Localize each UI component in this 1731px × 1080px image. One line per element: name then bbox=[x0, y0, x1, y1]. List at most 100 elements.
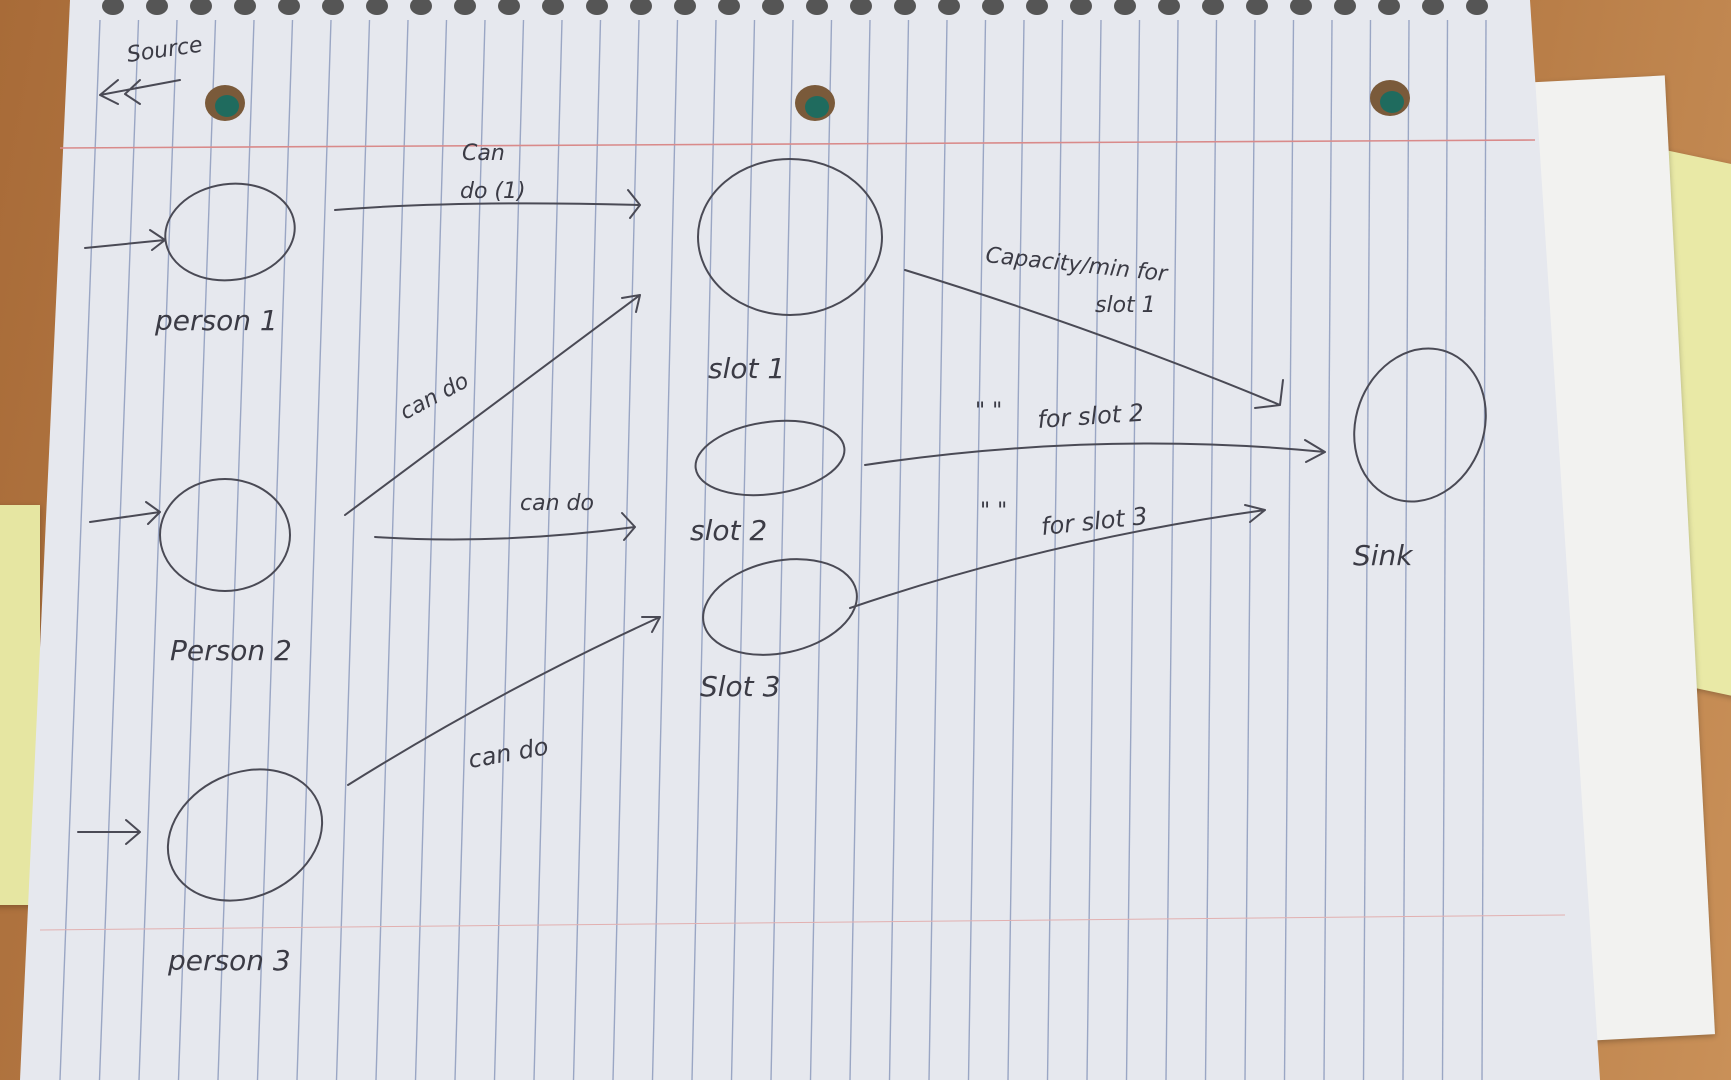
paper-sheet bbox=[20, 0, 1600, 1080]
edge-label-p1-slot1-line1: Can bbox=[462, 141, 505, 166]
spiral-hole bbox=[190, 0, 212, 15]
spiral-hole bbox=[234, 0, 256, 15]
person3-incoming-arrow bbox=[77, 819, 141, 845]
ruled-line bbox=[98, 19, 140, 1080]
slot2-label: slot 2 bbox=[690, 514, 767, 547]
ink-drawing bbox=[77, 79, 1487, 902]
ruled-line bbox=[533, 19, 563, 1080]
ruled-line bbox=[296, 19, 332, 1080]
spiral-binding bbox=[102, 0, 1488, 15]
person3-node bbox=[166, 768, 324, 902]
ruled-line bbox=[1204, 19, 1218, 1080]
slot3-label: Slot 3 bbox=[700, 670, 780, 703]
spiral-hole bbox=[454, 0, 476, 15]
source-arrow-icon bbox=[99, 79, 181, 105]
ruled-lines bbox=[59, 19, 1487, 1080]
spiral-hole bbox=[542, 0, 564, 15]
spiral-hole bbox=[1290, 0, 1312, 15]
ruled-line bbox=[572, 19, 602, 1080]
ruled-line bbox=[809, 19, 833, 1080]
spiral-hole bbox=[1202, 0, 1224, 15]
spiral-hole bbox=[366, 0, 388, 15]
person3-label: person 3 bbox=[167, 944, 291, 977]
spiral-hole bbox=[1246, 0, 1268, 15]
ruled-line bbox=[59, 19, 101, 1080]
ruled-line bbox=[1086, 19, 1102, 1080]
slot1-label: slot 1 bbox=[708, 352, 785, 385]
edge-slot1-sink bbox=[904, 269, 1284, 409]
spiral-hole bbox=[1378, 0, 1400, 15]
punch-holes bbox=[205, 80, 1410, 121]
ruled-line bbox=[849, 19, 871, 1080]
spiral-hole bbox=[322, 0, 344, 15]
spiral-hole bbox=[938, 0, 960, 15]
edge-person1-slot1 bbox=[334, 189, 641, 219]
ruled-line bbox=[770, 19, 794, 1080]
edge-label-slot1-sink-line2: slot 1 bbox=[1095, 293, 1156, 318]
ruled-line bbox=[177, 19, 217, 1080]
spiral-hole bbox=[498, 0, 520, 15]
ruled-line bbox=[493, 19, 525, 1080]
ruled-line bbox=[375, 19, 409, 1080]
spiral-hole bbox=[278, 0, 300, 15]
person1-incoming-arrow bbox=[84, 229, 166, 251]
spiral-hole bbox=[806, 0, 828, 15]
spiral-hole bbox=[586, 0, 608, 15]
ruled-line bbox=[1323, 19, 1333, 1080]
sink-label: Sink bbox=[1353, 539, 1414, 572]
ruled-line bbox=[217, 19, 255, 1080]
spiral-hole bbox=[982, 0, 1004, 15]
edge-label-p1-slot1-line2: do (1) bbox=[460, 179, 526, 204]
spiral-hole bbox=[762, 0, 784, 15]
ruled-line bbox=[1441, 19, 1449, 1080]
ruled-line bbox=[612, 19, 640, 1080]
spiral-hole bbox=[146, 0, 168, 15]
ruled-line bbox=[1007, 19, 1025, 1080]
ruled-line bbox=[1165, 19, 1179, 1080]
spiral-hole bbox=[630, 0, 652, 15]
edge-label-p2-slot2: can do bbox=[520, 491, 594, 516]
person1-node bbox=[164, 182, 296, 282]
slot2-node bbox=[694, 419, 846, 497]
spiral-hole bbox=[1026, 0, 1048, 15]
ruled-line bbox=[967, 19, 987, 1080]
spiral-hole bbox=[102, 0, 124, 15]
ruled-line bbox=[888, 19, 910, 1080]
edge-person2-slot2 bbox=[374, 512, 636, 541]
spiral-hole bbox=[850, 0, 872, 15]
spiral-hole bbox=[1158, 0, 1180, 15]
bottom-margin-line bbox=[39, 914, 1566, 931]
person2-label: Person 2 bbox=[170, 634, 292, 667]
ruled-line bbox=[651, 19, 679, 1080]
ruled-line bbox=[1402, 19, 1410, 1080]
ruled-line bbox=[1481, 19, 1487, 1080]
edge-person3-slot3 bbox=[347, 616, 661, 786]
spiral-hole bbox=[894, 0, 916, 15]
person1-label: person 1 bbox=[154, 304, 278, 337]
spiral-hole bbox=[718, 0, 740, 15]
ruled-line bbox=[928, 19, 948, 1080]
person2-incoming-arrow bbox=[89, 501, 161, 525]
edge-ditto-slot2-sink: " " bbox=[975, 399, 1002, 424]
spiral-hole bbox=[1070, 0, 1092, 15]
spiral-hole bbox=[674, 0, 696, 15]
person2-node bbox=[159, 478, 291, 592]
margin-line bbox=[59, 139, 1536, 149]
edge-ditto-slot3-sink: " " bbox=[980, 499, 1007, 524]
spiral-hole bbox=[1334, 0, 1356, 15]
edge-slot2-sink bbox=[864, 439, 1326, 466]
ruled-line bbox=[256, 19, 294, 1080]
ruled-line bbox=[730, 19, 756, 1080]
ruled-line bbox=[335, 19, 371, 1080]
ruled-line bbox=[414, 19, 448, 1080]
slot3-node bbox=[702, 558, 858, 656]
spiral-hole bbox=[1422, 0, 1444, 15]
ruled-line bbox=[138, 19, 178, 1080]
ruled-line bbox=[1283, 19, 1295, 1080]
ruled-line bbox=[1125, 19, 1141, 1080]
spiral-hole bbox=[1114, 0, 1136, 15]
edge-slot3-sink bbox=[849, 504, 1266, 609]
ruled-line bbox=[1244, 19, 1256, 1080]
edge-person2-slot1 bbox=[344, 294, 641, 516]
